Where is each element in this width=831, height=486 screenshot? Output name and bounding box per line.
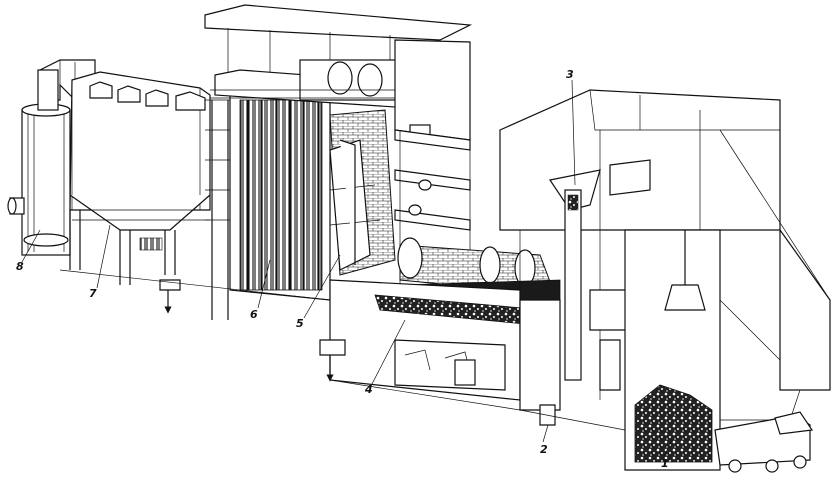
label-1: 1 <box>661 457 669 470</box>
upper-structure <box>204 4 473 141</box>
grate-ash-section <box>319 279 546 401</box>
ground-line <box>59 269 626 431</box>
label-7: 7 <box>89 287 97 300</box>
side-platforms <box>394 129 471 300</box>
delivery-truck <box>714 411 814 473</box>
label-2: 2 <box>540 443 548 456</box>
refuse-bunker <box>624 129 831 471</box>
label-3: 3 <box>566 68 574 81</box>
label-5: 5 <box>296 317 304 330</box>
precipitator <box>69 71 211 314</box>
label-6: 6 <box>250 308 258 321</box>
leader-lines <box>21 79 673 457</box>
combustion-chamber <box>329 109 396 276</box>
label-8: 8 <box>16 260 24 273</box>
stack-scrubber <box>7 59 96 256</box>
boiler-tube-section <box>205 79 331 320</box>
label-4: 4 <box>364 383 373 396</box>
